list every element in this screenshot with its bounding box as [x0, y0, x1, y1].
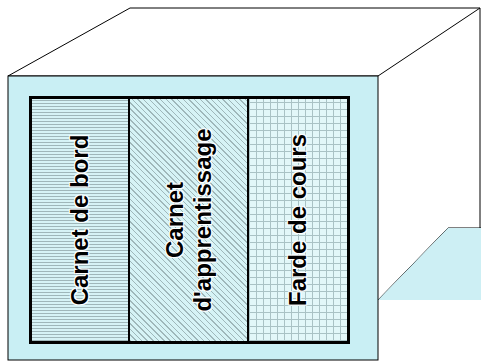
panel-label: Carnet de bord	[66, 105, 94, 335]
panel-box: Carnet d'apprentissage	[129, 98, 248, 342]
cube-floor	[378, 228, 481, 300]
cube-bottom-edge	[378, 228, 481, 300]
cube-front-face	[8, 76, 378, 360]
panel-frame	[30, 97, 349, 343]
panel-label: Carnet d'apprentissage	[161, 105, 217, 335]
panel-box: Carnet de bord	[31, 98, 129, 342]
panel-label: Farde de cours	[284, 105, 312, 335]
panel-box: Farde de cours	[248, 98, 348, 342]
cube-back-edge	[480, 8, 481, 228]
cube-top	[8, 8, 480, 76]
